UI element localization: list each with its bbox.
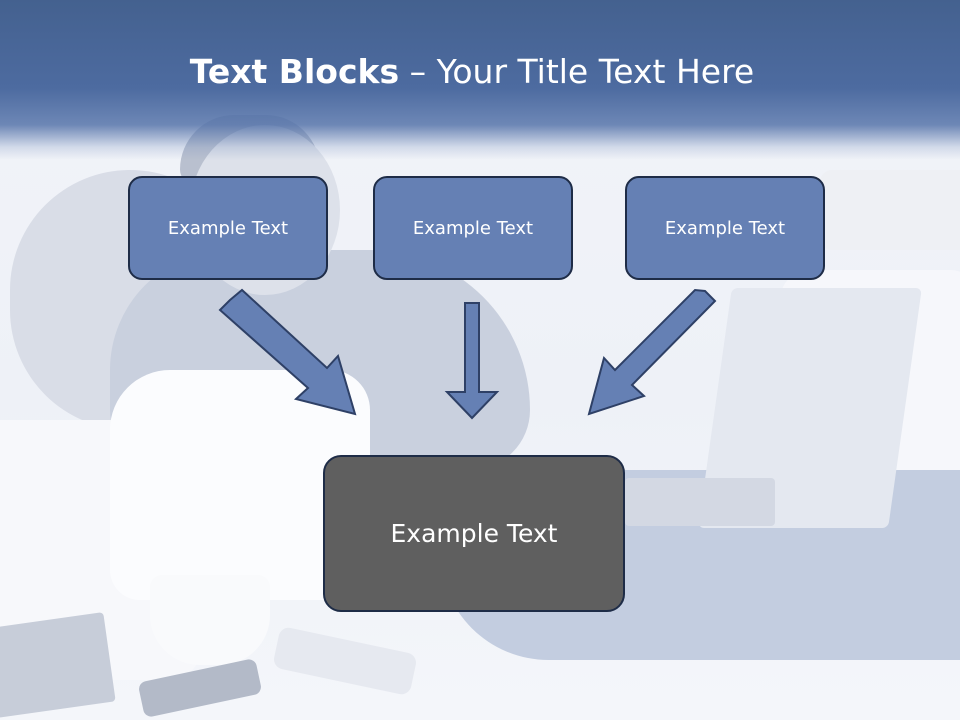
top-box-3: Example Text xyxy=(625,176,825,280)
arrow-middle xyxy=(444,302,500,420)
title-separator: – xyxy=(399,52,437,91)
top-box-2: Example Text xyxy=(373,176,573,280)
slide-title: Text Blocks – Your Title Text Here xyxy=(0,52,944,91)
title-bold: Text Blocks xyxy=(189,52,400,91)
arrow-left xyxy=(218,288,357,416)
center-box-text: Example Text xyxy=(390,519,558,548)
center-box: Example Text xyxy=(323,455,625,612)
top-box-1: Example Text xyxy=(128,176,328,280)
top-box-3-text: Example Text xyxy=(664,217,786,239)
title-regular: Your Title Text Here xyxy=(436,52,755,91)
photo-laptop-keyboard xyxy=(625,478,775,526)
photo-shelf xyxy=(820,170,960,250)
photo-cup xyxy=(150,575,270,665)
top-box-2-text: Example Text xyxy=(412,217,534,239)
top-box-1-text: Example Text xyxy=(167,217,289,239)
arrow-right xyxy=(587,288,717,416)
title-band xyxy=(0,0,960,160)
